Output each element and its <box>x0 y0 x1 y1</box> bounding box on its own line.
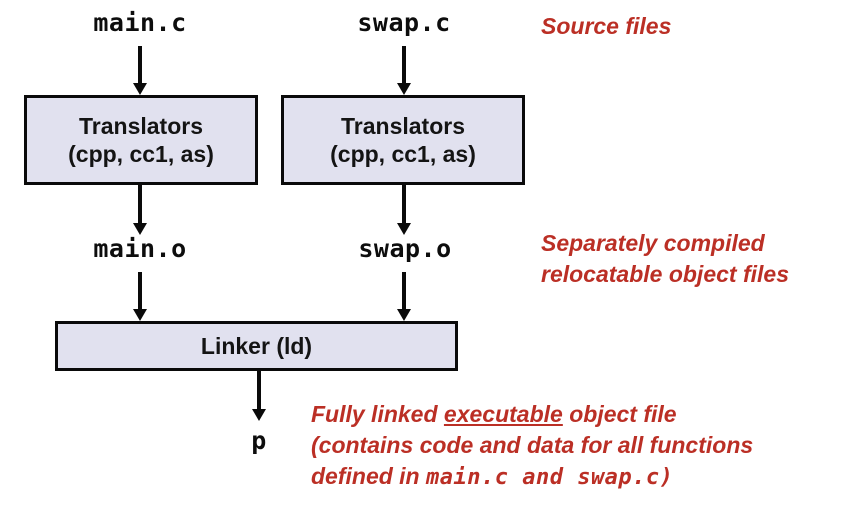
object-file-label-swap-o: swap.o <box>358 234 452 263</box>
linker-box: Linker (ld) <box>55 321 458 371</box>
annotation-executable-line1: Fully linked executable object file <box>311 399 753 430</box>
annotation-relocatable-line2: relocatable object files <box>541 261 789 287</box>
translator-box-swap: Translators (cpp, cc1, as) <box>281 95 525 185</box>
annotation-executable-line1-suffix: object file <box>562 401 677 427</box>
translator-box-main: Translators (cpp, cc1, as) <box>24 95 258 185</box>
translator-box-main-line1: Translators <box>79 112 203 139</box>
annotation-executable-line3-mono: main.c and swap.c) <box>426 465 674 490</box>
source-file-label-main-c: main.c <box>93 8 187 37</box>
annotation-source-files: Source files <box>541 13 672 39</box>
translator-box-swap-line1: Translators <box>341 112 465 139</box>
annotation-executable-line2: (contains code and data for all function… <box>311 432 754 458</box>
annotation-executable-line3-prefix: defined in <box>311 463 426 489</box>
object-file-label-main-o: main.o <box>93 234 187 263</box>
annotation-executable-line1-prefix: Fully linked <box>311 401 444 427</box>
annotation-executable-underlined-word: executable <box>443 401 563 427</box>
linker-box-label: Linker (ld) <box>200 332 313 359</box>
source-file-label-swap-c: swap.c <box>357 8 451 37</box>
annotation-relocatable-line1: Separately compiled <box>541 230 765 256</box>
annotation-relocatable-object-files: Separately compiled relocatable object f… <box>541 228 789 290</box>
translator-box-swap-line2: (cpp, cc1, as) <box>330 141 476 167</box>
annotation-executable-line3: defined in main.c and swap.c) <box>311 461 753 493</box>
annotation-executable-object-file: Fully linked executable object file (con… <box>311 399 753 493</box>
translator-box-main-line2: (cpp, cc1, as) <box>68 141 214 167</box>
executable-label-p: p <box>251 426 267 455</box>
